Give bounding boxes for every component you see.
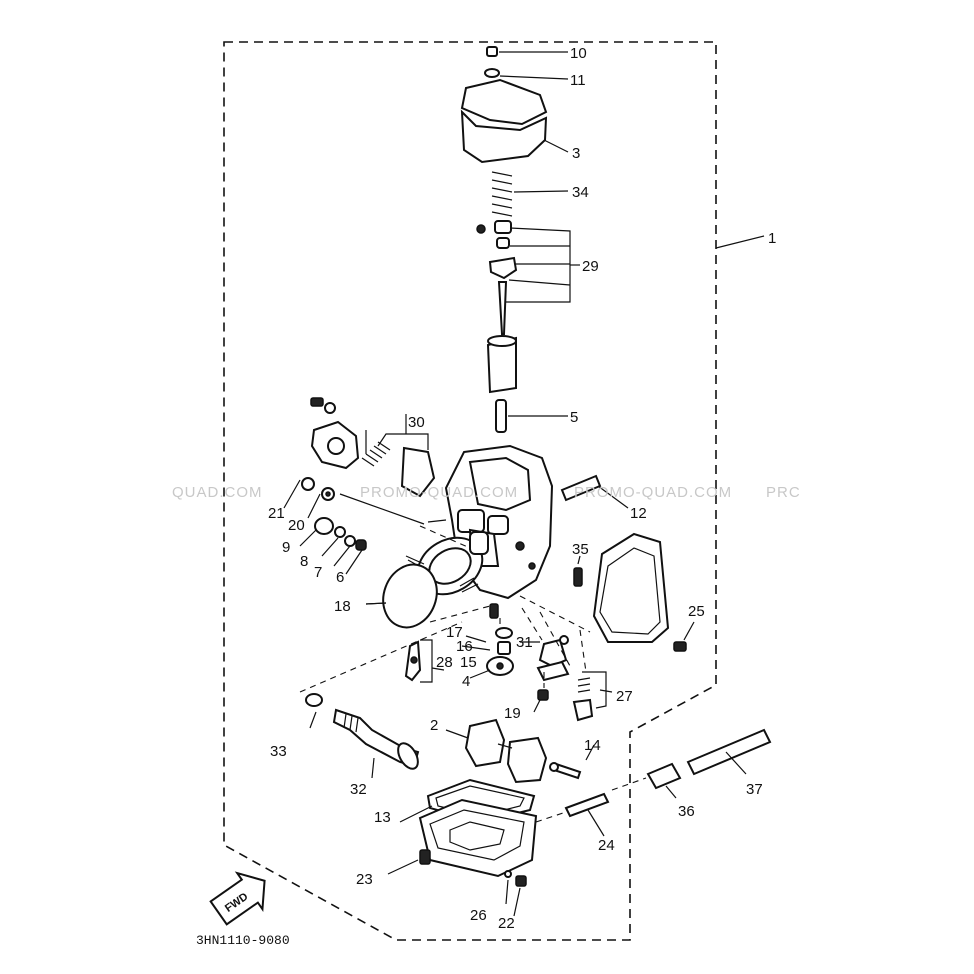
- part-oring-33: [305, 693, 323, 707]
- part-plug-9: [314, 517, 334, 535]
- part-pin-12: [560, 474, 629, 509]
- part-slide-5: [495, 399, 568, 433]
- callout-13: 13: [374, 809, 391, 826]
- callout-12: 12: [630, 505, 647, 522]
- callout-5: 5: [570, 409, 578, 426]
- callout-11: 11: [570, 72, 586, 89]
- part-starter-plunger-32: [332, 708, 420, 779]
- callout-1: 1: [768, 230, 776, 247]
- part-side-cover: [592, 532, 670, 643]
- part-pin-14: [549, 762, 582, 780]
- part-spring-34: [491, 171, 569, 217]
- watermark-mid-2: PROMO-QUAD.COM: [574, 484, 732, 501]
- leader-lines-left: [283, 479, 447, 575]
- callout-21: 21: [268, 505, 285, 522]
- fwd-arrow-icon: FWD: [209, 871, 266, 926]
- callout-7: 7: [314, 564, 322, 581]
- watermark-left: QUAD.COM: [172, 484, 263, 501]
- part-screw-35: [573, 555, 583, 587]
- part-screw-19: [537, 689, 549, 701]
- callout-16: 16: [456, 638, 473, 655]
- callout-24: 24: [598, 837, 615, 854]
- part-float-bowl: [418, 798, 538, 878]
- callout-4: 4: [462, 673, 470, 690]
- part-cover-screws: [310, 397, 336, 414]
- callout-9: 9: [282, 539, 290, 556]
- callout-37: 37: [746, 781, 763, 798]
- part-cover-plate: [310, 420, 360, 470]
- callout-30: 30: [408, 414, 425, 431]
- guide-line-plunger: [299, 605, 491, 693]
- part-tube-24: [535, 792, 610, 837]
- callout-22: 22: [498, 915, 515, 932]
- callout-26: 26: [470, 907, 487, 924]
- part-washer-16: [495, 627, 513, 639]
- part-spring-30: [361, 414, 436, 498]
- part-screw-28: [404, 639, 433, 683]
- callout-6: 6: [336, 569, 344, 586]
- part-washer-11: [484, 68, 569, 80]
- part-drain-26-22: [504, 870, 527, 887]
- callout-18: 18: [334, 598, 351, 615]
- leaders-misc: [309, 430, 595, 917]
- callout-19: 19: [504, 705, 521, 722]
- assembly-boundary: [223, 41, 717, 941]
- callout-34: 34: [572, 184, 589, 201]
- callout-17: 17: [446, 624, 463, 641]
- diagram-code: 3HN1110-9080: [196, 933, 290, 948]
- part-valve-31: [536, 635, 570, 682]
- callout-27: 27: [616, 688, 633, 705]
- part-screw-6: [355, 539, 367, 551]
- callout-33: 33: [270, 743, 287, 760]
- part-oring-8: [334, 526, 346, 538]
- part-fitting-36: [611, 762, 682, 799]
- callout-10: 10: [570, 45, 587, 62]
- part-float-2: [445, 718, 548, 784]
- part-jet-17: [489, 603, 499, 619]
- callout-35: 35: [572, 541, 589, 558]
- callout-36: 36: [678, 803, 695, 820]
- callout-32: 32: [350, 781, 367, 798]
- guide-lines-body: [419, 525, 591, 688]
- part-needle-set-29: [476, 220, 580, 335]
- callout-3: 3: [572, 145, 580, 162]
- part-throttle-valve: [486, 335, 517, 394]
- callout-14: 14: [584, 737, 601, 754]
- callout-2: 2: [430, 717, 438, 734]
- callout-29: 29: [582, 258, 599, 275]
- part-screw-23: [419, 849, 431, 865]
- part-jet-15: [497, 641, 511, 655]
- part-washer-7: [344, 535, 356, 547]
- callout-15: 15: [460, 654, 477, 671]
- part-screw-25: [673, 621, 695, 652]
- part-hose-37: [686, 728, 772, 776]
- watermark-right: PRC: [766, 484, 801, 501]
- callout-28: 28: [436, 654, 453, 671]
- part-nut-21: [301, 477, 315, 491]
- part-washer-20: [321, 487, 335, 501]
- part-filter-18: [365, 563, 438, 629]
- leader-1: [715, 235, 765, 249]
- watermark-mid-1: PROMO-QUAD.COM: [360, 484, 518, 501]
- callout-31: 31: [516, 634, 533, 651]
- part-holder-4: [486, 656, 514, 676]
- callout-20: 20: [288, 517, 305, 534]
- part-screw-10: [486, 46, 568, 57]
- callout-8: 8: [300, 553, 308, 570]
- callout-25: 25: [688, 603, 705, 620]
- part-pilot-screw-27: [572, 671, 613, 722]
- callout-23: 23: [356, 871, 373, 888]
- part-cap-3: [460, 78, 569, 164]
